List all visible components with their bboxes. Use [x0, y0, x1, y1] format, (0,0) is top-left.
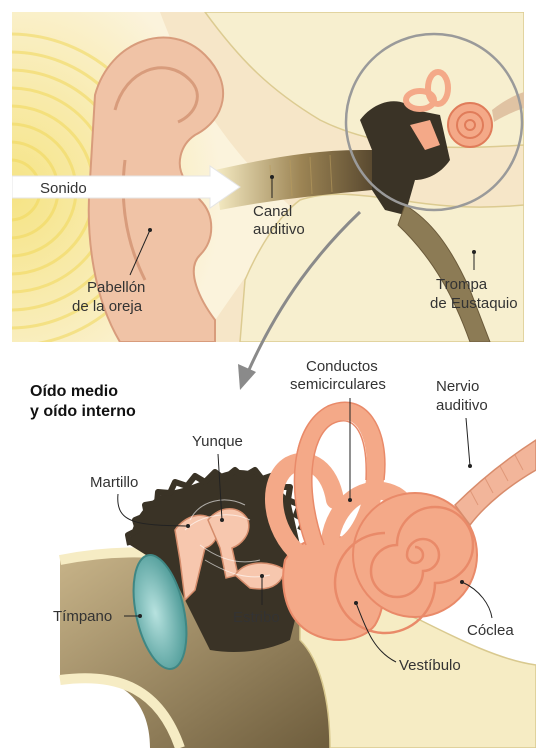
middle-inner-ear-detail — [60, 402, 536, 748]
label-nervio-line1: Nervio — [436, 378, 479, 395]
auditory-nerve — [455, 440, 536, 525]
label-pabellon-line1: Pabellón — [87, 279, 145, 296]
label-coclea: Cóclea — [460, 580, 514, 639]
label-canal-line2: auditivo — [253, 221, 305, 238]
label-martillo-text: Martillo — [90, 474, 138, 491]
label-timpano-text: Tímpano — [53, 608, 112, 625]
section-title-line2: y oído interno — [30, 403, 136, 420]
label-nervio-line2: auditivo — [436, 397, 488, 414]
section-title-line1: Oído medio — [30, 383, 118, 400]
label-coclea-text: Cóclea — [467, 622, 514, 639]
label-conductos-line1: Conductos — [306, 358, 378, 375]
label-trompa-line1: Trompa — [436, 276, 488, 293]
label-sonido: Sonido — [40, 180, 87, 197]
label-nervio: Nervio auditivo — [436, 378, 488, 468]
label-pabellon-line2: de la oreja — [72, 298, 143, 315]
label-vestibulo-text: Vestíbulo — [399, 657, 461, 674]
label-trompa-line2: de Eustaquio — [430, 295, 518, 312]
label-conductos-line2: semicirculares — [290, 376, 386, 393]
label-estribo-text: Estribo — [233, 609, 280, 626]
label-yunque-text: Yunque — [192, 433, 243, 450]
label-canal-line1: Canal — [253, 203, 292, 220]
